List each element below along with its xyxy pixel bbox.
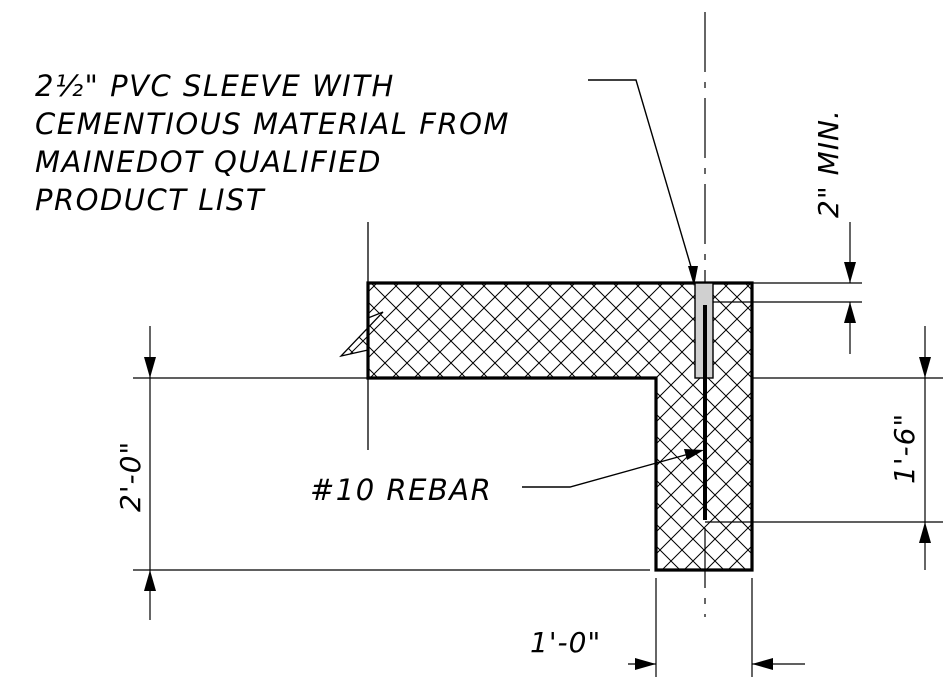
sleeve-note-line-1: 2½" PVC SLEEVE WITH — [35, 69, 395, 103]
rebar-leader-arrow — [684, 449, 704, 460]
sleeve-leader-arrow — [688, 266, 698, 286]
slab-hatch — [341, 283, 752, 378]
dim-cover-min: 2" MIN. — [812, 109, 845, 218]
sleeve-note-line-4: PRODUCT LIST — [35, 183, 266, 217]
rebar-note: #10 REBAR — [310, 473, 492, 507]
dim-embed-depth: 1'-6" — [888, 413, 921, 484]
break-line — [339, 311, 384, 358]
sleeve-note-line-2: CEMENTIOUS MATERIAL FROM — [35, 107, 510, 141]
dim-total-height: 2'-0" — [114, 441, 147, 512]
sleeve-note-line-3: MAINEDOT QUALIFIED — [35, 145, 382, 179]
rebar-leader — [522, 451, 697, 488]
sleeve-leader — [588, 79, 695, 278]
dim-width: 1'-0" — [530, 626, 601, 659]
